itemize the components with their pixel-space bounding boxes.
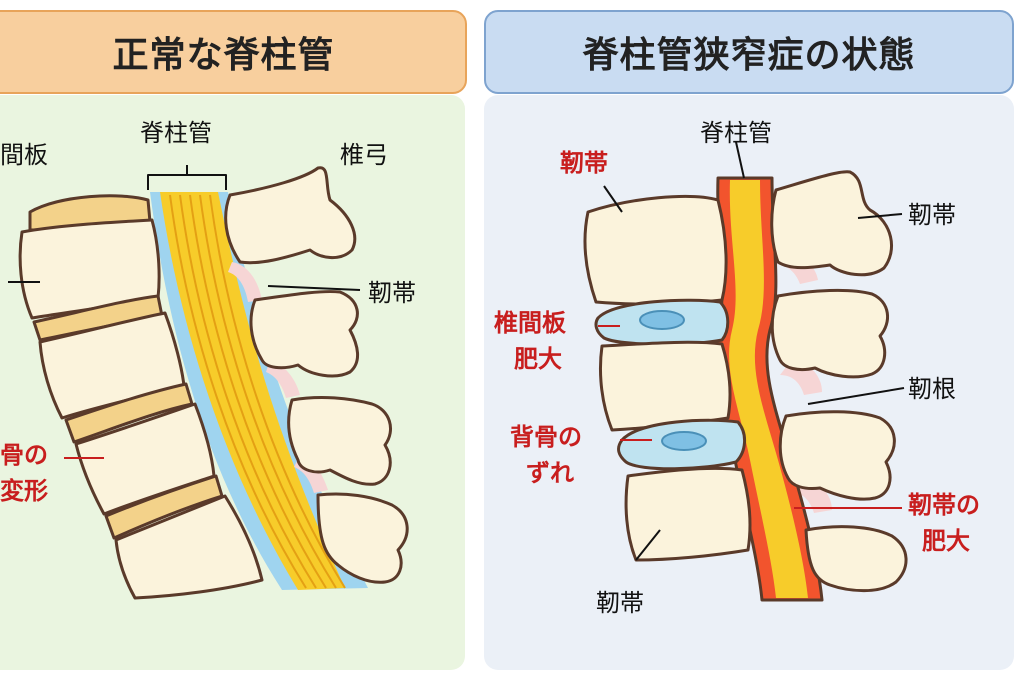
normal-deformity-label-line1: 骨の (0, 441, 48, 469)
stenosis-title: 脊柱管狭窄症の状態 (484, 10, 1014, 94)
stenosis-canal-label: 脊柱管 (700, 119, 772, 147)
normal-canal-title: 正常な脊柱管 (0, 10, 467, 94)
normal-arch-3 (287, 396, 392, 486)
stenosis-leader-lines (598, 141, 905, 561)
normal-ligament-label: 靭帯 (368, 279, 416, 307)
stenosis-arch-2 (770, 288, 889, 379)
normal-leader-lines (8, 281, 361, 459)
stenosis-ligament-top-right-label: 靭帯 (908, 201, 956, 229)
normal-spine-illustration (18, 165, 409, 600)
normal-arch-2 (249, 290, 359, 378)
stenosis-ligament-hypertrophy-line1: 靭帯の (908, 491, 980, 519)
stenosis-disc-nucleus-1 (639, 310, 685, 330)
stenosis-nerve-inner (729, 180, 808, 598)
stenosis-slip-label-line2: ずれ (526, 459, 574, 487)
normal-arch-4 (316, 492, 409, 584)
stenosis-arch-4 (804, 525, 908, 593)
stenosis-ligament-top-left-label: 靭帯 (560, 149, 608, 177)
stenosis-vertebra-2 (599, 340, 732, 432)
normal-canal-label: 脊柱管 (140, 119, 212, 147)
stenosis-vertebra-3 (624, 466, 752, 562)
normal-vertebra-4 (114, 494, 264, 600)
normal-nerve-fibers (169, 194, 346, 589)
normal-arch-1 (224, 166, 357, 265)
stenosis-vertebra-1 (583, 194, 728, 306)
stenosis-disc-nucleus-2 (661, 431, 707, 451)
stenosis-arch-3 (778, 410, 896, 501)
normal-ligament-2 (266, 360, 300, 398)
normal-disc-label: 間板 (0, 141, 48, 169)
stenosis-arch-1 (770, 170, 893, 277)
normal-deformity-label-line2: 変形 (0, 477, 48, 505)
normal-ligament-1 (228, 262, 262, 302)
stenosis-ligament-bottom-label: 靭帯 (596, 589, 644, 617)
stenosis-root-label: 靭根 (908, 375, 956, 403)
stenosis-ligament-hypertrophy-line2: 肥大 (922, 527, 970, 555)
stenosis-slip-label-line1: 背骨の (510, 423, 582, 451)
normal-canal-bracket (147, 165, 227, 190)
normal-arch-label: 椎弓 (340, 141, 388, 169)
stenosis-disc-hypertrophy-line1: 椎間板 (494, 309, 566, 337)
stenosis-spine-illustration (583, 170, 908, 602)
stenosis-disc-hypertrophy-line2: 肥大 (514, 345, 562, 373)
